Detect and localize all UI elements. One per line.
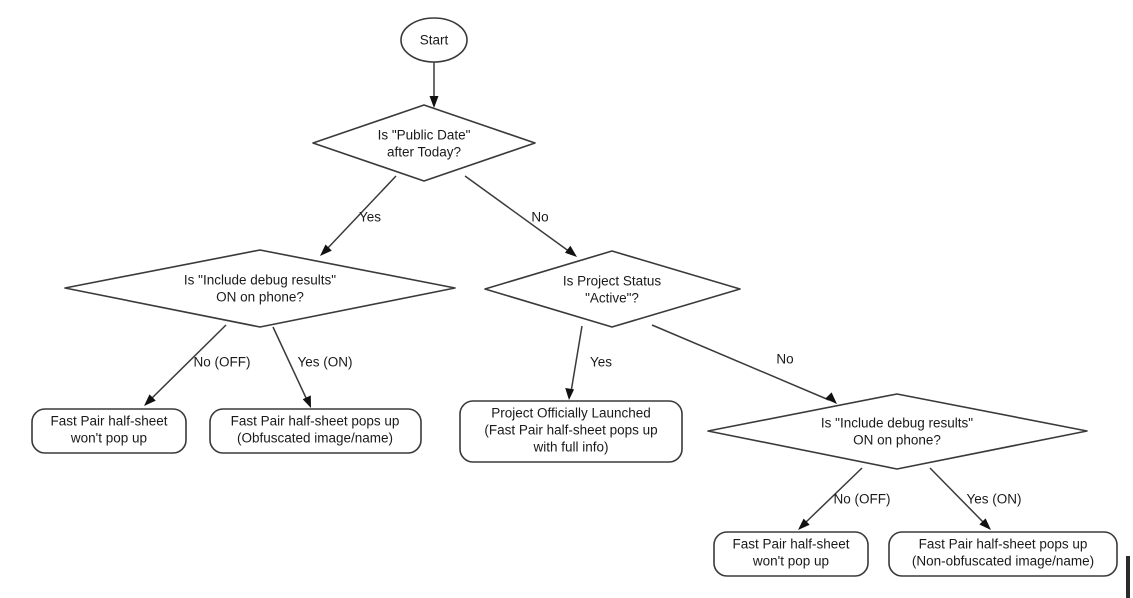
- edge-debug-right-yes: [929, 467, 991, 530]
- node-terminal-launched-line1: Project Officially Launched: [491, 406, 651, 421]
- edge-project-status-no: [651, 324, 837, 404]
- edge-label-debug-right-yes: Yes (ON): [966, 492, 1021, 507]
- node-project-status-line2: "Active"?: [585, 291, 639, 306]
- node-terminal-right-on-line1: Fast Pair half-sheet pops up: [919, 537, 1088, 552]
- node-decision-project-status[interactable]: Is Project Status "Active"?: [484, 250, 741, 328]
- edge-label-debug-right-no: No (OFF): [834, 492, 891, 507]
- node-terminal-left-on[interactable]: Fast Pair half-sheet pops up (Obfuscated…: [209, 408, 422, 454]
- node-terminal-left-off[interactable]: Fast Pair half-sheet won't pop up: [31, 408, 187, 454]
- node-project-status-line1: Is Project Status: [563, 274, 662, 289]
- node-terminal-right-off[interactable]: Fast Pair half-sheet won't pop up: [713, 531, 869, 577]
- node-decision-public-date[interactable]: Is "Public Date" after Today?: [312, 104, 536, 182]
- edge-public-date-yes: [320, 175, 397, 256]
- node-public-date-line2: after Today?: [387, 145, 461, 160]
- edge-project-status-yes: [565, 325, 583, 400]
- edge-start-to-public-date: [429, 61, 439, 108]
- node-debug-left-line1: Is "Include debug results": [184, 273, 336, 288]
- node-decision-debug-left[interactable]: Is "Include debug results" ON on phone?: [64, 249, 456, 328]
- node-debug-left-line2: ON on phone?: [216, 290, 304, 305]
- node-terminal-right-on[interactable]: Fast Pair half-sheet pops up (Non-obfusc…: [888, 531, 1118, 577]
- edge-label-debug-left-yes: Yes (ON): [297, 355, 352, 370]
- edge-label-public-date-no: No: [531, 210, 548, 225]
- edge-debug-left-no: [144, 324, 227, 406]
- edge-debug-right-no: [798, 467, 863, 530]
- node-terminal-left-on-line2: (Obfuscated image/name): [237, 431, 393, 446]
- node-decision-debug-right[interactable]: Is "Include debug results" ON on phone?: [707, 393, 1088, 470]
- node-terminal-project-launched[interactable]: Project Officially Launched (Fast Pair h…: [459, 400, 683, 463]
- node-terminal-right-on-line2: (Non-obfuscated image/name): [912, 554, 1094, 569]
- page-edge-marker: [1126, 556, 1130, 598]
- node-terminal-launched-line2: (Fast Pair half-sheet pops up: [484, 423, 657, 438]
- node-debug-right-line2: ON on phone?: [853, 433, 941, 448]
- node-terminal-right-off-line2: won't pop up: [752, 554, 829, 569]
- edge-label-debug-left-no: No (OFF): [194, 355, 251, 370]
- node-public-date-line1: Is "Public Date": [378, 128, 471, 143]
- node-debug-right-line1: Is "Include debug results": [821, 416, 973, 431]
- edge-label-project-status-no: No: [776, 352, 793, 367]
- edge-public-date-no: [464, 175, 577, 257]
- edge-label-public-date-yes: Yes: [359, 210, 381, 225]
- node-start-label: Start: [420, 33, 449, 48]
- node-terminal-launched-line3: with full info): [532, 440, 608, 455]
- node-terminal-left-off-line2: won't pop up: [70, 431, 147, 446]
- node-start[interactable]: Start: [400, 17, 468, 63]
- edge-debug-left-yes: [272, 326, 311, 408]
- node-terminal-left-off-line1: Fast Pair half-sheet: [50, 414, 167, 429]
- node-terminal-left-on-line1: Fast Pair half-sheet pops up: [231, 414, 400, 429]
- node-terminal-right-off-line1: Fast Pair half-sheet: [732, 537, 849, 552]
- edge-label-project-status-yes: Yes: [590, 355, 612, 370]
